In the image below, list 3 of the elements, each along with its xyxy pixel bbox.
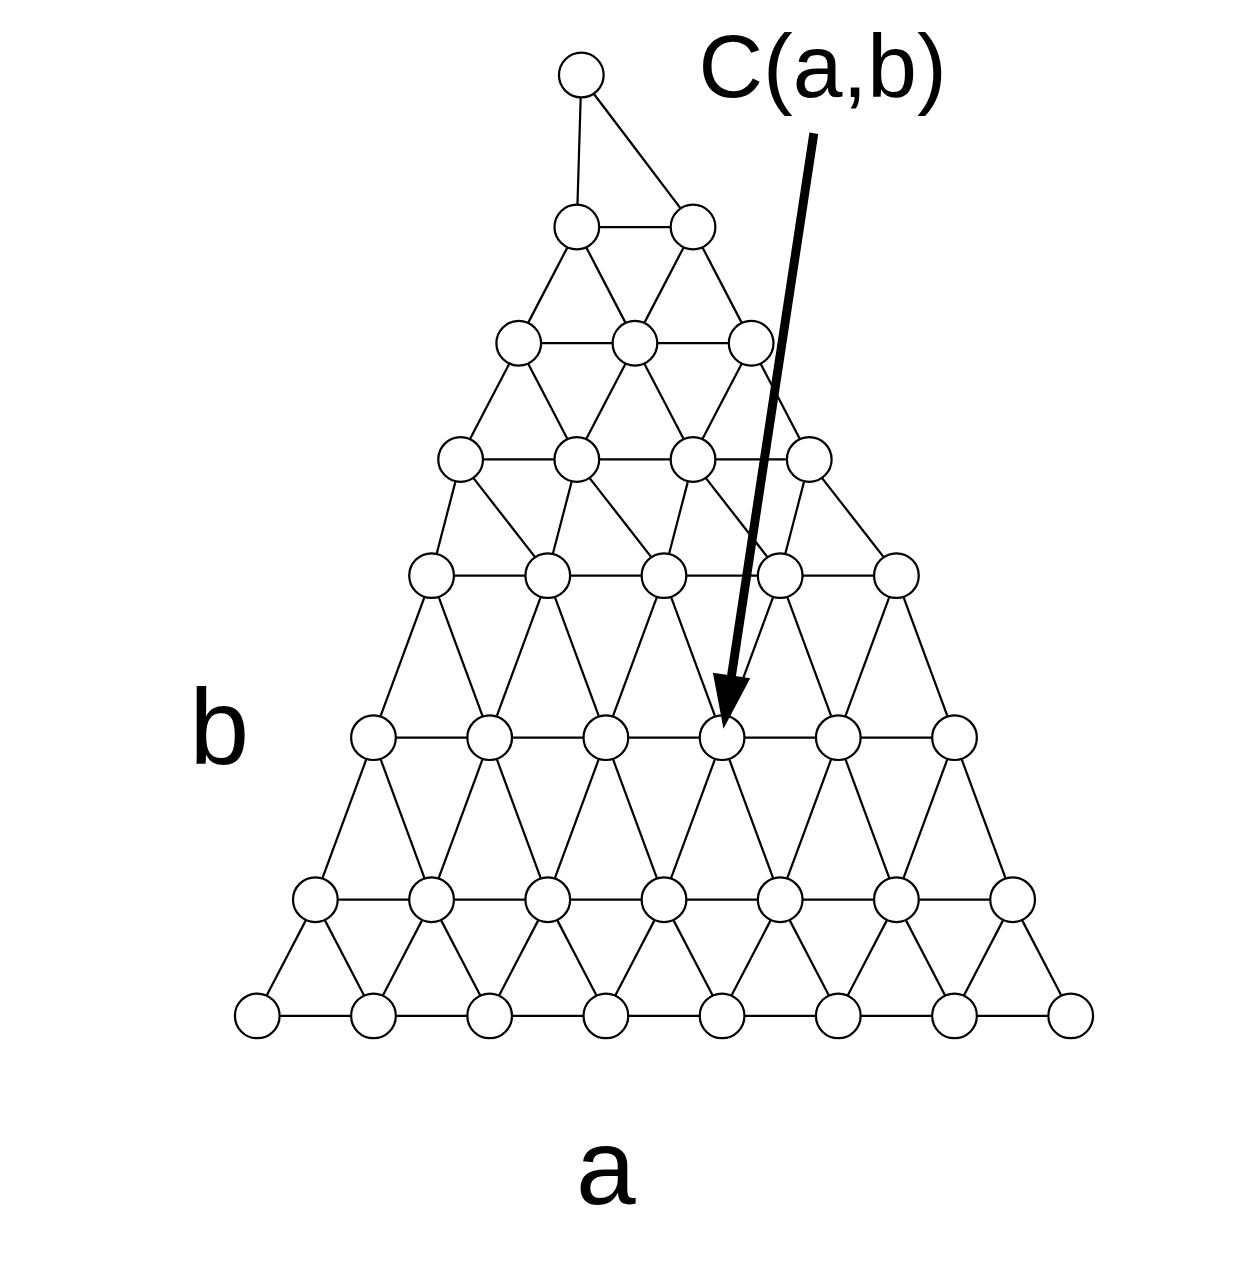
label: a — [575, 1107, 636, 1228]
node-text: C(a,b) — [698, 16, 947, 117]
label: b — [188, 667, 249, 788]
